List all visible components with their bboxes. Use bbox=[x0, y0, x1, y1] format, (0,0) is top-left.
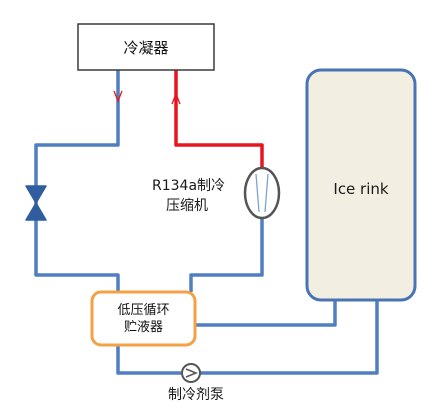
receiver-box bbox=[90, 290, 197, 347]
ice-rink-label: Ice rink bbox=[333, 180, 389, 198]
condenser-box bbox=[77, 23, 215, 71]
receiver-label-line1: 低压循环 bbox=[117, 302, 170, 318]
ice-rink-box bbox=[305, 68, 417, 302]
down-arrow-icon bbox=[113, 90, 123, 103]
receiver-to-rink-pipe bbox=[195, 300, 337, 327]
up-arrow-icon bbox=[171, 92, 181, 105]
rink-return-pipe bbox=[116, 300, 379, 375]
condenser-outlet-pipe bbox=[34, 70, 120, 292]
expansion-valve-icon bbox=[25, 185, 47, 221]
compressor-icon bbox=[243, 166, 281, 220]
pump-label: 制冷剂泵 bbox=[168, 387, 224, 403]
receiver-label: 低压循环 贮液器 bbox=[92, 292, 195, 345]
pump-icon bbox=[181, 363, 201, 383]
compressor-label-line2: 压缩机 bbox=[166, 198, 208, 214]
compressor-suction-pipe bbox=[189, 212, 264, 292]
condenser-label: 冷凝器 bbox=[123, 38, 169, 57]
compressor-discharge-pipe bbox=[174, 70, 264, 173]
receiver-label-line2: 贮液器 bbox=[123, 319, 163, 335]
compressor-label-line1: R134a制冷 bbox=[152, 178, 226, 194]
